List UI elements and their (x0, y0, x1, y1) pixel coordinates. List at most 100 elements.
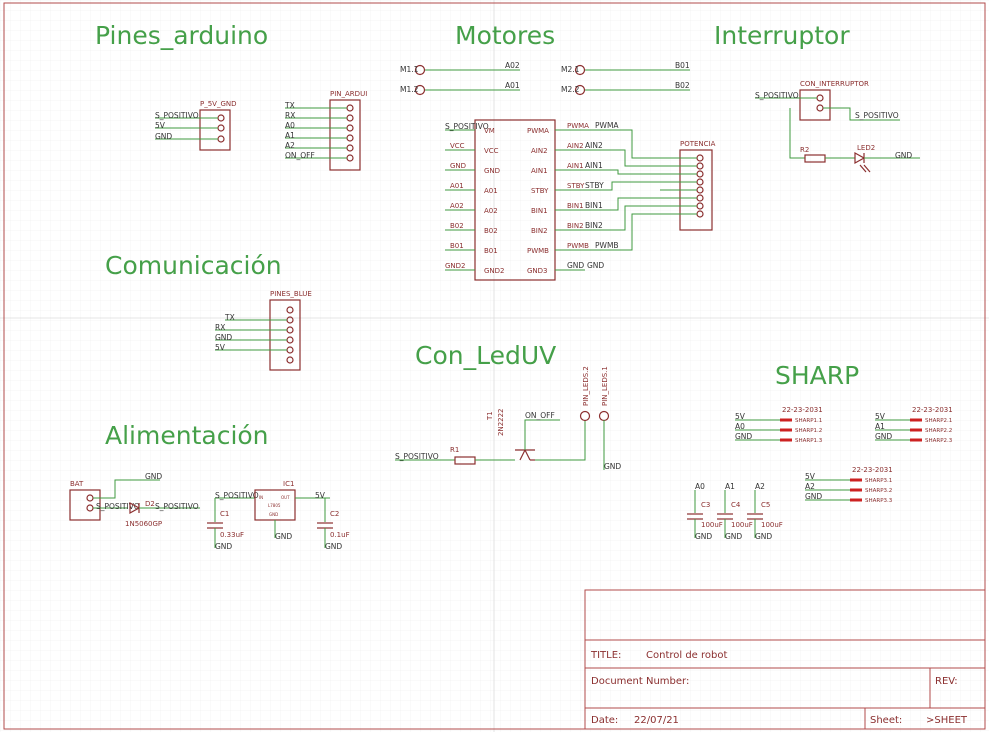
m1-2-pad[interactable] (414, 84, 426, 96)
sharp1-connector[interactable]: 22-23-2031 5V A0 GND SHARP1.1 SHARP1.2 S… (735, 406, 823, 444)
m2-2-net: B02 (675, 81, 690, 90)
m2-1-pad[interactable] (574, 64, 586, 76)
sharp2-net-1: 5V (875, 412, 886, 421)
sheet-label: Sheet: (870, 715, 902, 726)
motor-driver-chip[interactable]: S_POSITIVO VCC GND A01 A02 B02 B01 GND2 … (445, 119, 619, 281)
sharp2-net-3: GND (875, 432, 892, 441)
sharp3-part: 22-23-2031 (852, 466, 893, 474)
m1-1-label: M1.1 (400, 65, 419, 74)
section-title-motores: Motores (455, 21, 555, 50)
chip-pin-right-5: BIN1 (531, 207, 548, 215)
leduv-on-off: ON_OFF (525, 411, 555, 420)
leduv-gnd: GND (604, 462, 621, 471)
chip-net-right-7: PWMB (567, 242, 589, 250)
pin-ardui-net-3: A0 (285, 121, 295, 130)
ic1-label: IC1 (283, 480, 294, 488)
chip-pin-left-1: VM (484, 127, 495, 135)
con-interruptor-label: CON_INTERRUPTOR (800, 80, 869, 88)
pin-ardui-net-4: A1 (285, 131, 295, 140)
c4-net: A1 (725, 482, 735, 491)
chip-net-right-3: AIN1 (567, 162, 584, 170)
p5v-net-3: GND (155, 132, 172, 141)
ic-gnd: GND (275, 532, 292, 541)
chip-pin-left-7: B01 (484, 247, 498, 255)
bat-net: S_POSITIVO (96, 502, 140, 511)
t1-part-label: 2N2222 (497, 408, 505, 436)
c5-label: C5 (761, 501, 770, 509)
chip-gnd-net: GND (587, 261, 604, 270)
ic1-out-pin: OUT (281, 495, 290, 500)
chip-pin-right-3: AIN1 (531, 167, 548, 175)
p5v-gnd-label: P_5V_GND (200, 100, 237, 108)
c3-gnd: GND (695, 532, 712, 541)
c4-value: 100uF (731, 521, 753, 529)
sharp2-part: 22-23-2031 (912, 406, 953, 414)
interruptor-net-out: S_POSITIVO (855, 111, 899, 120)
c4-label: C4 (731, 501, 741, 509)
chip-net-left-5: A02 (450, 202, 464, 210)
c5-value: 100uF (761, 521, 783, 529)
c2-gnd: GND (325, 542, 342, 551)
battery-connector[interactable]: BAT GND S_POSITIVO (69, 472, 162, 521)
blue-net-3: GND (215, 333, 232, 342)
chip-pin-left-6: B02 (484, 227, 498, 235)
ain1-tag: AIN1 (585, 161, 603, 170)
chip-pin-left-3: GND (484, 167, 500, 175)
chip-net-left-2: VCC (450, 142, 465, 150)
sharp2-pin-3: SHARP2.3 (925, 438, 953, 444)
sharp2-connector[interactable]: 22-23-2031 5V A1 GND SHARP2.1 SHARP2.2 S… (875, 406, 953, 444)
pines-blue-connector[interactable]: PINES_BLUE TX RX GND 5V (215, 290, 312, 371)
stby-tag: STBY (585, 181, 604, 190)
rev-label: REV: (935, 676, 958, 687)
motor-connectors: M1.1 M1.2 M2.1 M2.2 A02 A01 B01 B02 (400, 61, 690, 96)
p5v-net-1: S_POSITIVO (155, 111, 199, 120)
potencia-connector[interactable]: POTENCIA (585, 129, 716, 251)
sharp1-pin-2: SHARP1.2 (795, 428, 822, 434)
c4-gnd: GND (725, 532, 742, 541)
sharp3-pin-1: SHARP3.1 (865, 478, 892, 484)
r2-label: R2 (800, 146, 809, 154)
c3-value: 100uF (701, 521, 723, 529)
date-label: Date: (591, 715, 618, 726)
c1-label: C1 (220, 510, 229, 518)
pwma-tag: PWMA (595, 121, 619, 130)
pin-ardui-net-6: ON_OFF (285, 151, 315, 160)
interruptor-connector[interactable]: CON_INTERRUPTOR S_POSITIVO S_POSITIVO (755, 80, 900, 121)
m2-2-pad[interactable] (574, 84, 586, 96)
chip-net-left-3: GND (450, 162, 466, 170)
chip-pin-right-4: STBY (531, 187, 549, 195)
chip-net-left-4: A01 (450, 182, 464, 190)
pin-ardui-net-5: A2 (285, 141, 295, 150)
bat-label: BAT (70, 480, 84, 488)
date-value: 22/07/21 (634, 715, 679, 726)
regulator-circuit: S_POSITIVO IC1 IN OUT L7805 GND 5V GND C… (207, 480, 350, 551)
sharp1-net-2: A0 (735, 422, 745, 431)
sharp3-connector[interactable]: 22-23-2031 5V A2 GND SHARP3.1 SHARP3.2 S… (805, 466, 893, 504)
section-title-con-leduv: Con_LedUV (415, 341, 556, 370)
sharp2-pin-2: SHARP2.2 (925, 428, 952, 434)
d2-diode[interactable]: D2 1N5060GP S_POSITIVO (125, 500, 200, 528)
sharp1-pin-1: SHARP1.1 (795, 418, 822, 424)
d2-part: 1N5060GP (125, 520, 162, 528)
title-block: TITLE: Control de robot Document Number:… (584, 589, 986, 730)
c3-net: A0 (695, 482, 705, 491)
d2-label: D2 (145, 500, 155, 508)
section-title-pines-arduino: Pines_arduino (95, 21, 268, 50)
c3-label: C3 (701, 501, 710, 509)
p5v-gnd-connector[interactable]: P_5V_GND S_POSITIVO 5V GND (155, 100, 237, 151)
sheet-value: >SHEET (926, 715, 968, 726)
m1-2-net: A01 (505, 81, 520, 90)
sharp3-net-3: GND (805, 492, 822, 501)
sharp-capacitors: A0 C3 100uF GND A1 C4 100uF GND A2 C5 10… (687, 482, 783, 541)
m1-1-pad[interactable] (414, 64, 426, 76)
pin-ardui-connector[interactable]: PIN_ARDUI TX RX A0 A1 A2 ON_OFF (284, 90, 367, 171)
interruptor-net-in: S_POSITIVO (755, 91, 799, 100)
m2-1-net: B01 (675, 61, 690, 70)
section-title-sharp: SHARP (775, 361, 859, 390)
c5-gnd: GND (755, 532, 772, 541)
led2-diode[interactable] (854, 151, 866, 165)
potencia-label: POTENCIA (680, 140, 716, 148)
bin2-tag: BIN2 (585, 221, 603, 230)
pin-leds-2-pad[interactable] (579, 410, 591, 422)
pin-ardui-net-1: TX (284, 101, 295, 110)
